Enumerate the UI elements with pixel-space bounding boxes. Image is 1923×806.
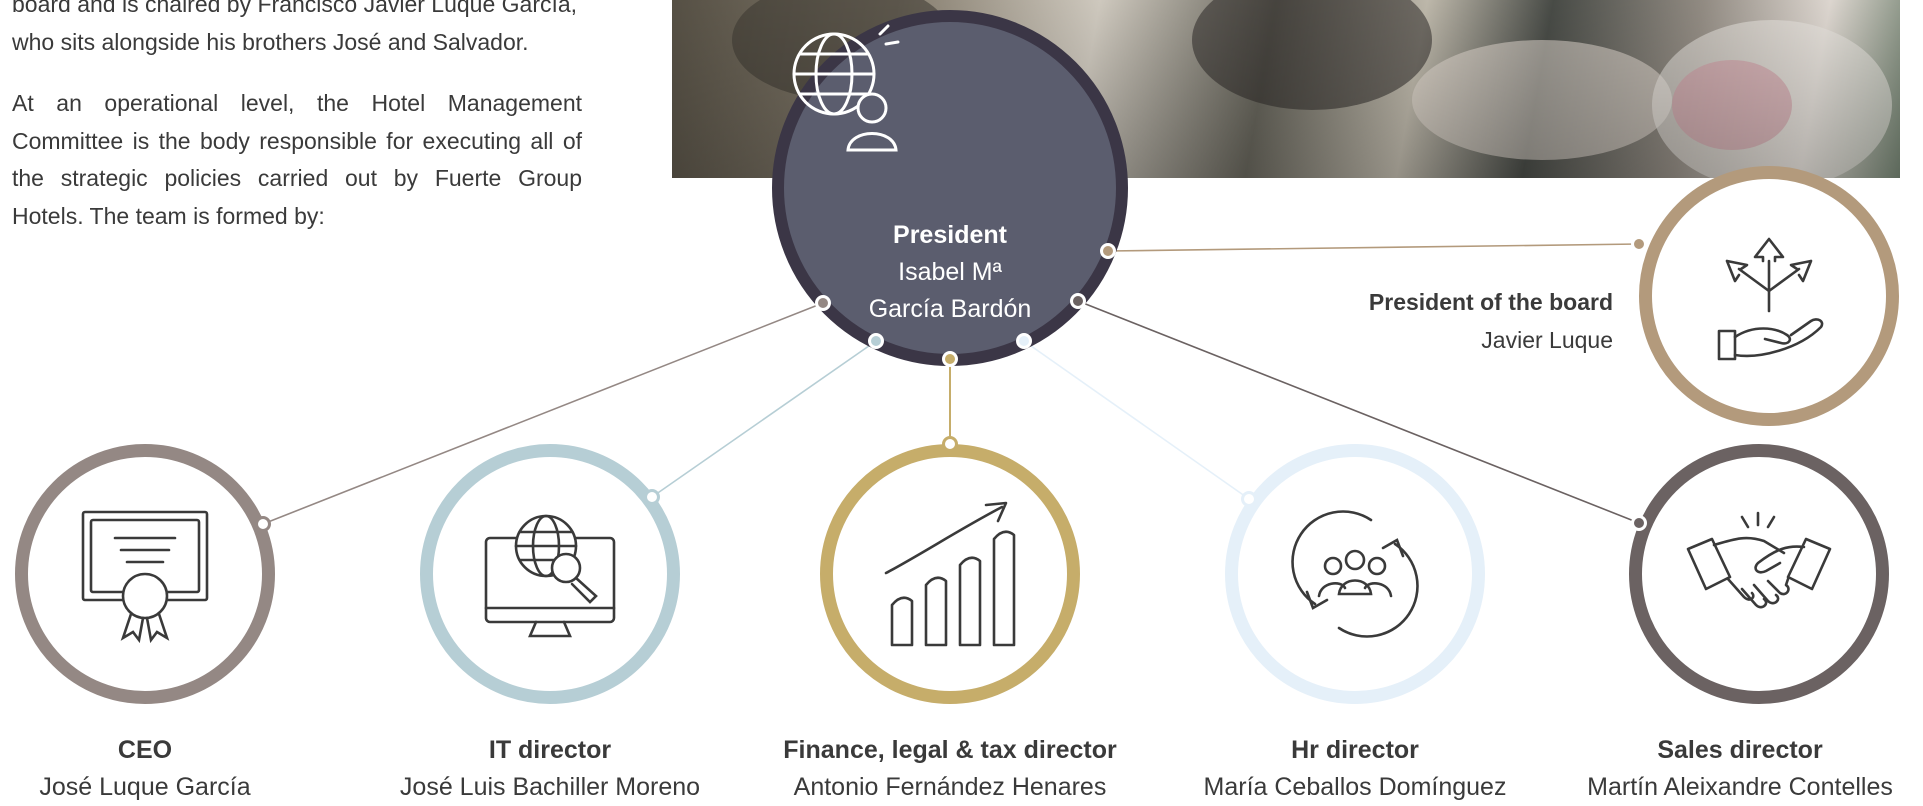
hr-director-name: María Ceballos Domínguez [1203,773,1507,801]
certificate-icon [81,510,209,644]
sales-director-name: Martín Aleixandre Contelles [1587,773,1893,801]
hr-director-title: Hr director [1291,736,1419,764]
line-hr [1023,340,1250,500]
growth-chart-icon [884,501,1016,647]
dot-ceo-top [815,295,831,311]
handshake-icon [1686,511,1832,609]
line-sales [1077,300,1640,524]
hr-director-label: Hr director María Ceballos Domínguez [1145,732,1565,806]
monitor-globe-icon [484,514,616,638]
president-name-line-1: Isabel Mª [898,258,1002,286]
president-title: President [893,221,1007,249]
sales-director-circle [1629,444,1889,704]
dot-hr-top [1016,333,1032,349]
dot-it-top [868,333,884,349]
team-cycle-icon [1291,510,1419,638]
finance-director-name: Antonio Fernández Henares [793,773,1107,801]
president-label: President Isabel Mª García Bardón [784,217,1116,328]
president-name-line-2: García Bardón [868,295,1032,323]
intro-text: board and is chaired by Francisco Javier… [12,0,582,259]
ceo-title: CEO [117,736,173,764]
intro-paragraph-1: board and is chaired by Francisco Javier… [12,0,582,61]
dot-sales [1631,515,1647,531]
board-circle [1639,166,1899,426]
intro-line-1: board and is chaired by Francisco Javier… [12,0,578,17]
dot-sales-top [1070,293,1086,309]
dot-finance-top [942,351,958,367]
ceo-name: José Luque García [39,773,251,801]
finance-director-label: Finance, legal & tax director Antonio Fe… [740,732,1160,806]
dot-it [644,489,660,505]
finance-director-circle [820,444,1080,704]
intro-line-2: who sits alongside his brothers José and… [12,28,529,55]
it-director-title: IT director [488,736,612,764]
it-director-circle [420,444,680,704]
line-it [651,340,877,498]
intro-paragraph-2: At an operational level, the Hotel Manag… [12,90,582,229]
dot-ceo [255,516,271,532]
board-name: Javier Luque [1481,327,1613,353]
globe-person-icon [792,24,900,152]
sales-director-label: Sales director Martín Aleixandre Contell… [1565,732,1915,806]
it-director-name: José Luis Bachiller Moreno [399,773,701,801]
dot-hr [1241,491,1257,507]
dot-board [1631,236,1647,252]
arrows-hand-icon [1717,237,1824,361]
dot-finance [942,436,958,452]
board-label: President of the board Javier Luque [1369,283,1613,359]
it-director-label: IT director José Luis Bachiller Moreno [340,732,760,806]
board-title: President of the board [1368,289,1613,315]
sales-director-title: Sales director [1657,736,1823,764]
president-circle: President Isabel Mª García Bardón [772,10,1128,366]
ceo-label: CEO José Luque García [15,732,275,806]
ceo-circle [15,444,275,704]
hr-director-circle [1225,444,1485,704]
line-board [1107,243,1640,252]
finance-director-title: Finance, legal & tax director [783,736,1117,764]
dot-board-left [1100,243,1116,259]
line-ceo [262,302,824,525]
